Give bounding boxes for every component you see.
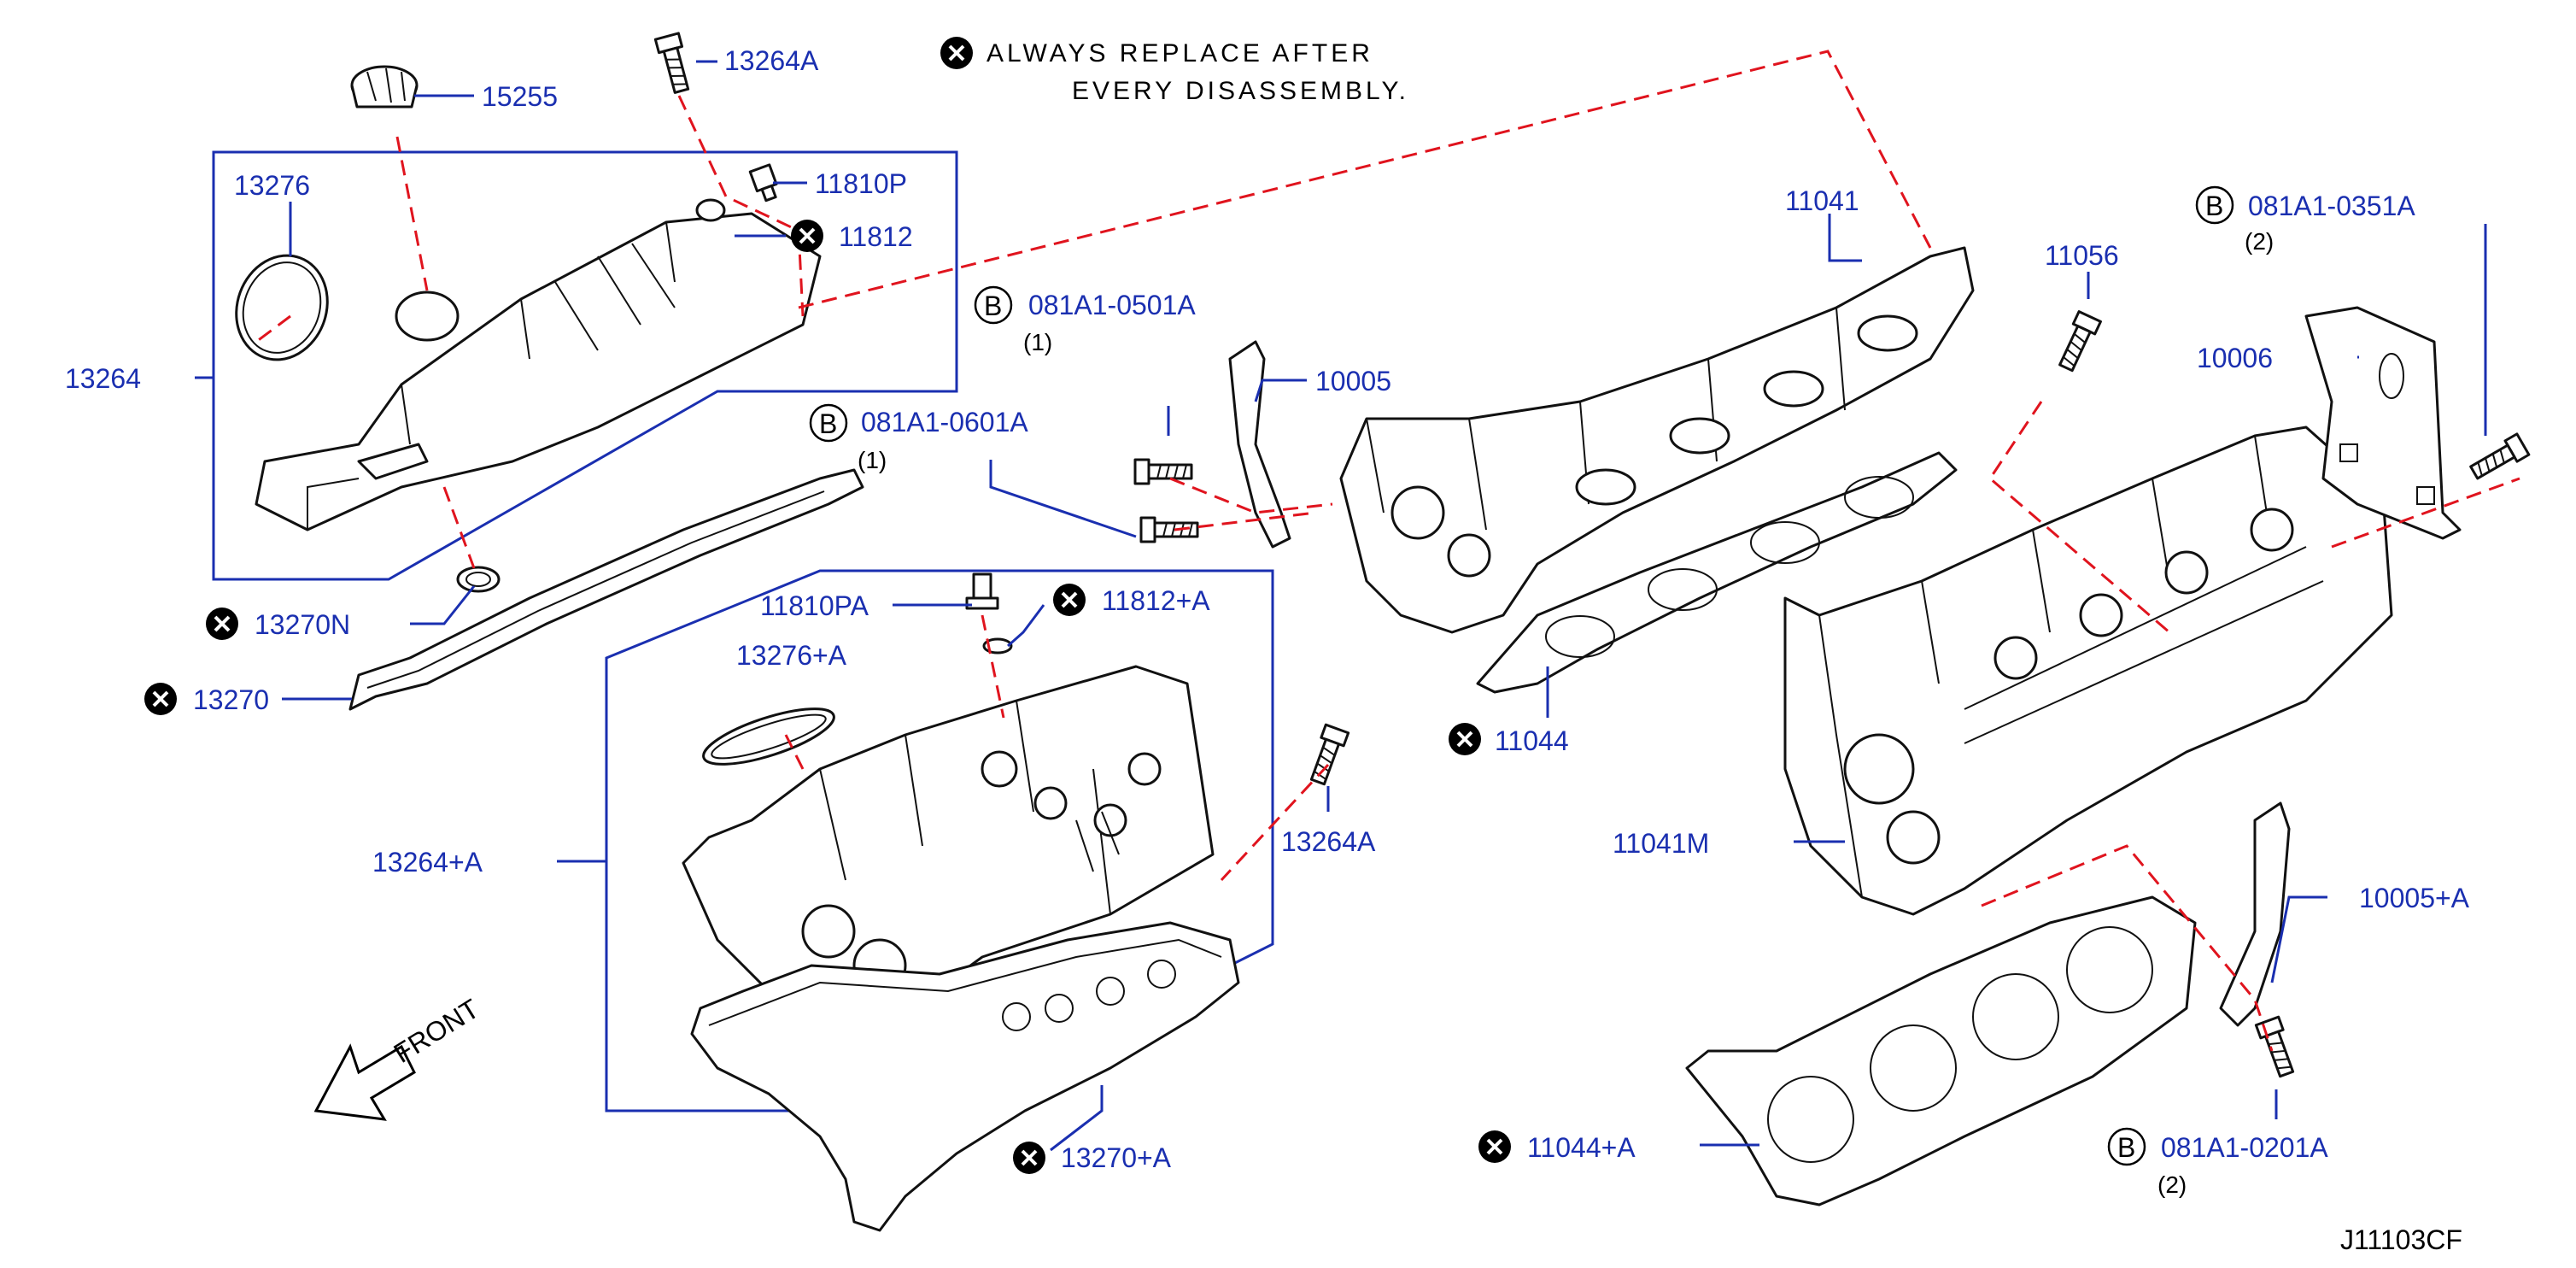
label-11041m[interactable]: 11041M: [1613, 828, 1709, 859]
label-10006[interactable]: 10006: [2197, 343, 2273, 373]
seal-ring-13276a-drawing: [702, 707, 835, 766]
seal-ring-13276-drawing: [235, 254, 329, 361]
bolt-13264a-top: [653, 32, 694, 96]
label-13264a-top[interactable]: 13264A: [724, 45, 819, 76]
bolt-13264a-right: [1305, 723, 1350, 788]
group-box-13264: [212, 150, 958, 581]
replace-mark-11812-icon: [789, 218, 825, 254]
bolt-081a1-0501a: [1133, 458, 1193, 485]
label-081a1-0201a[interactable]: 081A1-0201A: [2161, 1132, 2328, 1163]
label-10005[interactable]: 10005: [1315, 366, 1391, 396]
label-13264[interactable]: 13264: [65, 363, 141, 394]
label-081a1-0601a[interactable]: 081A1-0601A: [861, 407, 1028, 437]
pcv-valve-11810p-drawing: [748, 163, 778, 203]
diagram-code: J11103CF: [2340, 1224, 2462, 1255]
gasket-13270-drawing: [348, 468, 864, 711]
replace-mark-11044a-icon: [1477, 1129, 1513, 1165]
label-13270[interactable]: 13270: [193, 684, 269, 715]
b-mark-0351a-letter: B: [2205, 191, 2223, 221]
qty-081a1-0501a: (1): [1023, 329, 1052, 355]
label-13264plus-a[interactable]: 13264+A: [372, 847, 483, 878]
front-arrow-icon: [313, 1043, 416, 1121]
label-11812a[interactable]: 11812+A: [1102, 585, 1210, 616]
bracket-10005a-drawing: [2219, 801, 2291, 1027]
seal-13270n-drawing: [456, 566, 501, 593]
seal-11812-drawing: [695, 198, 726, 222]
label-081a1-0351a[interactable]: 081A1-0351A: [2248, 191, 2415, 221]
note-line-2: EVERY DISASSEMBLY.: [1072, 77, 1409, 105]
leader-lines: [195, 60, 2487, 1152]
oil-filler-cap-drawing: [350, 65, 419, 109]
front-label: FRONT: [389, 993, 485, 1069]
b-mark-0501a-letter: B: [984, 291, 1002, 321]
label-13270a[interactable]: 13270+A: [1061, 1142, 1172, 1173]
label-13276[interactable]: 13276: [234, 170, 310, 201]
replace-mark-11044-icon: [1447, 721, 1483, 757]
gasket-13270a-drawing: [690, 921, 1240, 1232]
b-mark-0601a-letter: B: [819, 408, 837, 439]
pcv-valve-11810pa-drawing: [965, 572, 1013, 655]
label-11056[interactable]: 11056: [2045, 240, 2119, 271]
label-11041[interactable]: 11041: [1785, 185, 1859, 216]
replace-mark-13270-icon: [143, 681, 179, 717]
qty-081a1-0601a: (1): [858, 447, 887, 473]
cylinder-head-11041m-drawing: [1783, 426, 2393, 916]
bracket-10005-drawing: [1228, 340, 1291, 549]
label-081a1-0501a[interactable]: 081A1-0501A: [1028, 290, 1196, 320]
label-13264a-right[interactable]: 13264A: [1281, 826, 1376, 857]
group-box-13264a: [605, 569, 1274, 1112]
rocker-cover-right-drawing: [255, 212, 822, 531]
label-10005a[interactable]: 10005+A: [2359, 883, 2470, 913]
label-11810p[interactable]: 11810P: [815, 168, 907, 199]
label-13276a[interactable]: 13276+A: [736, 640, 847, 671]
replace-mark-13270n-icon: [204, 606, 240, 642]
bolt-081a1-0351a: [2467, 432, 2531, 484]
label-15255[interactable]: 15255: [482, 81, 558, 112]
replace-mark-13270a-icon: [1011, 1140, 1047, 1176]
bolt-081a1-0201a: [2254, 1015, 2299, 1080]
bolt-081a1-0601a: [1139, 516, 1199, 543]
label-13270n[interactable]: 13270N: [255, 609, 350, 640]
label-11044[interactable]: 11044: [1495, 725, 1569, 756]
qty-081a1-0201a: (2): [2157, 1171, 2187, 1198]
replace-mark-note-icon: [939, 35, 975, 71]
label-11810pa[interactable]: 11810PA: [760, 590, 869, 621]
bolt-11056: [2053, 310, 2102, 374]
note-line-1: ALWAYS REPLACE AFTER: [986, 39, 1373, 68]
cylinder-head-11041-drawing: [1339, 246, 1975, 634]
bracket-10006-drawing: [2304, 306, 2462, 540]
gasket-11044a-drawing: [1685, 895, 2197, 1206]
label-11044a[interactable]: 11044+A: [1527, 1132, 1636, 1163]
replace-mark-11812a-icon: [1051, 582, 1087, 618]
label-11812[interactable]: 11812: [839, 221, 913, 252]
qty-081a1-0351a: (2): [2245, 228, 2274, 255]
relation-lines: [255, 50, 2520, 1052]
b-mark-0201a-letter: B: [2117, 1132, 2135, 1163]
